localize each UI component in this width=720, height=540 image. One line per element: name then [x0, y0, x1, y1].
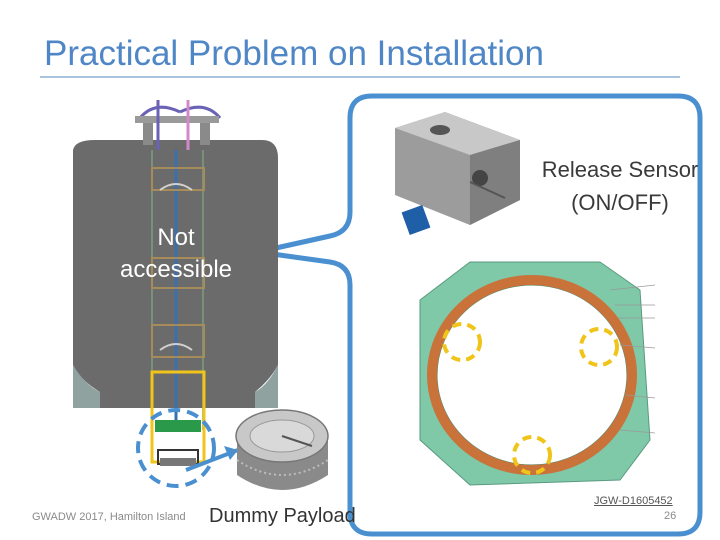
document-reference-link[interactable]: JGW-D1605452	[594, 495, 673, 507]
top-suspension-frame	[135, 100, 222, 150]
callout-outline	[255, 93, 703, 537]
footer-conference: GWADW 2017, Hamilton Island	[32, 511, 186, 523]
payload-highlight-circle	[136, 408, 216, 488]
release-sensor-label: Release Sensor (ON/OFF)	[520, 153, 720, 219]
page-number: 26	[664, 510, 677, 522]
arrow-head	[224, 446, 238, 460]
not-accessible-line1: Not	[157, 224, 195, 251]
release-sensor-line1: Release Sensor	[541, 157, 699, 182]
dummy-payload-image	[235, 409, 329, 490]
title-divider	[40, 76, 680, 78]
not-accessible-label: Not accessible	[76, 222, 276, 286]
dummy-payload-label: Dummy Payload	[209, 505, 356, 527]
release-sensor-line2: (ON/OFF)	[571, 190, 669, 215]
not-accessible-line2: accessible	[119, 256, 233, 283]
release-sensor-image	[395, 112, 520, 236]
page-title: Practical Problem on Installation	[44, 34, 544, 73]
ring-assembly-image	[419, 261, 656, 486]
